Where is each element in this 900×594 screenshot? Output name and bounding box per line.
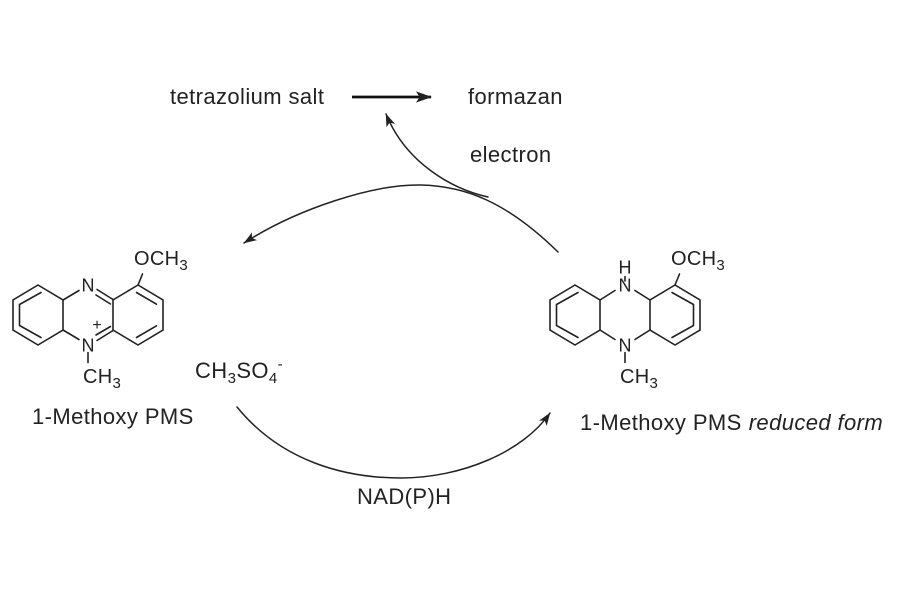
oxidized-bond-n-c-bottom [96, 329, 114, 342]
oxidized-benzo-ring-double-bonds [18, 291, 42, 339]
reduction-cycle-arrow [236, 406, 551, 479]
reduced-bond-c-n-top-left [599, 289, 616, 301]
electron-transfer-arrow [385, 113, 489, 198]
nadph-label: NAD(P)H [357, 484, 451, 509]
product-label: formazan [468, 84, 563, 109]
reduced-bond-n-c-bottom-right [634, 329, 651, 341]
oxidized-methoxy-ring-double-bond-top [135, 291, 158, 305]
reduced-h-top: H [619, 258, 632, 278]
electron-label: electron [470, 142, 551, 167]
oxidized-bond-c-n-top [62, 289, 80, 301]
oxidized-plus-charge: + [92, 317, 101, 334]
reduced-bond-c-n-bottom-left [599, 329, 616, 341]
reduced-n-bottom: N [619, 336, 632, 356]
oxidation-cycle-arrow [243, 184, 559, 253]
oxidized-structure: N + N CH3 OCH3 1-Methoxy PMS [12, 248, 194, 429]
oxidized-bond-n-c-top [96, 288, 114, 301]
oxidized-methyl-group: CH3 [83, 366, 121, 392]
oxidized-double-n-c-bottom [95, 325, 112, 336]
oxidized-n-bottom: N [82, 336, 95, 356]
reduced-methoxy-bond [674, 273, 681, 286]
reduced-bond-n-c-top-right [634, 289, 651, 301]
oxidized-n-top: N [82, 276, 95, 296]
oxidized-double-n-c-top [95, 294, 112, 305]
reduced-n-top: N [619, 276, 632, 296]
reduced-methoxy-ring-double-bonds [671, 291, 695, 339]
substrate-label: tetrazolium salt [170, 84, 324, 109]
oxidized-methoxy-bond [137, 273, 144, 286]
reduced-methoxy-group: OCH3 [671, 248, 725, 274]
oxidized-methoxy-ring-double-bond-bottom [135, 325, 158, 339]
oxidized-methoxy-group: OCH3 [134, 248, 188, 274]
oxidized-bond-c-n-bottom [62, 329, 80, 341]
counterion-label: CH3SO4- [195, 356, 283, 387]
reduced-benzo-ring-double-bonds [555, 291, 579, 339]
oxidized-name-label: 1-Methoxy PMS [32, 404, 194, 429]
reduced-methyl-group: CH3 [620, 366, 658, 392]
